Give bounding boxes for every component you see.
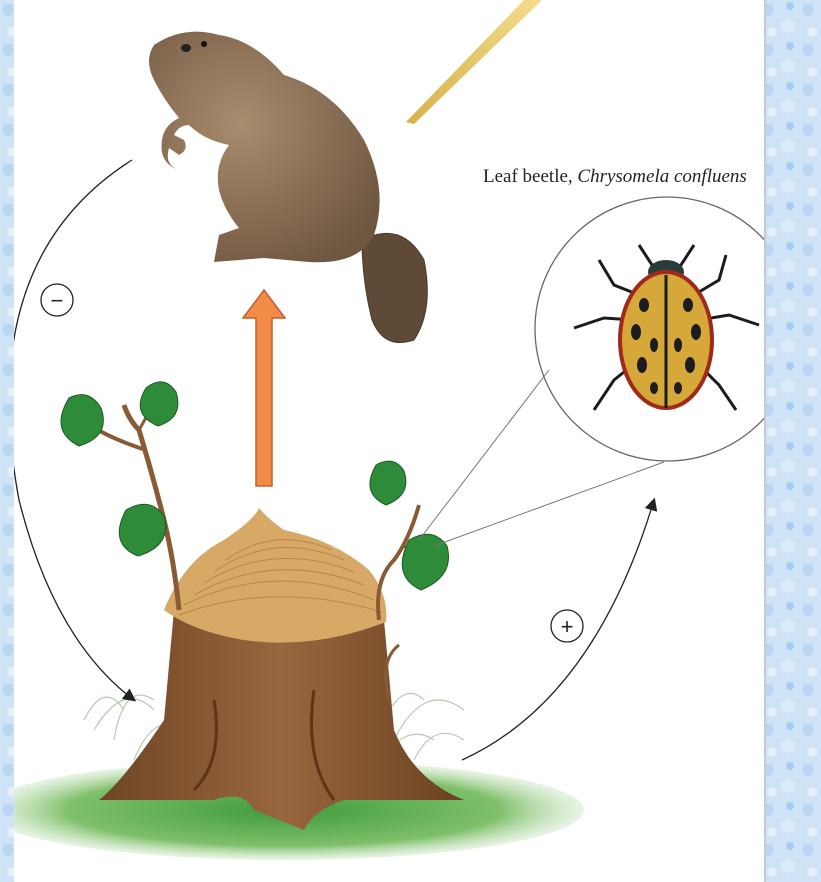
svg-text:+: + [561,614,574,639]
positive-sign: + [551,610,583,642]
diagram-canvas: − + [14,0,764,882]
negative-sign: − [41,284,73,316]
diagram-panel: − + Leaf beetle, Chrysomela confluens [14,0,766,882]
beaver-illustration [149,32,427,343]
up-arrow [243,290,285,486]
magnifier-line-upper [419,370,549,540]
beetle-caption: Leaf beetle, Chrysomela confluens [483,166,747,188]
caption-common-name: Leaf beetle, [483,166,573,187]
svg-text:−: − [51,288,64,313]
light-beam [406,0,542,124]
left-sapling [61,382,179,610]
caption-species-name: Chrysomela confluens [577,166,746,187]
